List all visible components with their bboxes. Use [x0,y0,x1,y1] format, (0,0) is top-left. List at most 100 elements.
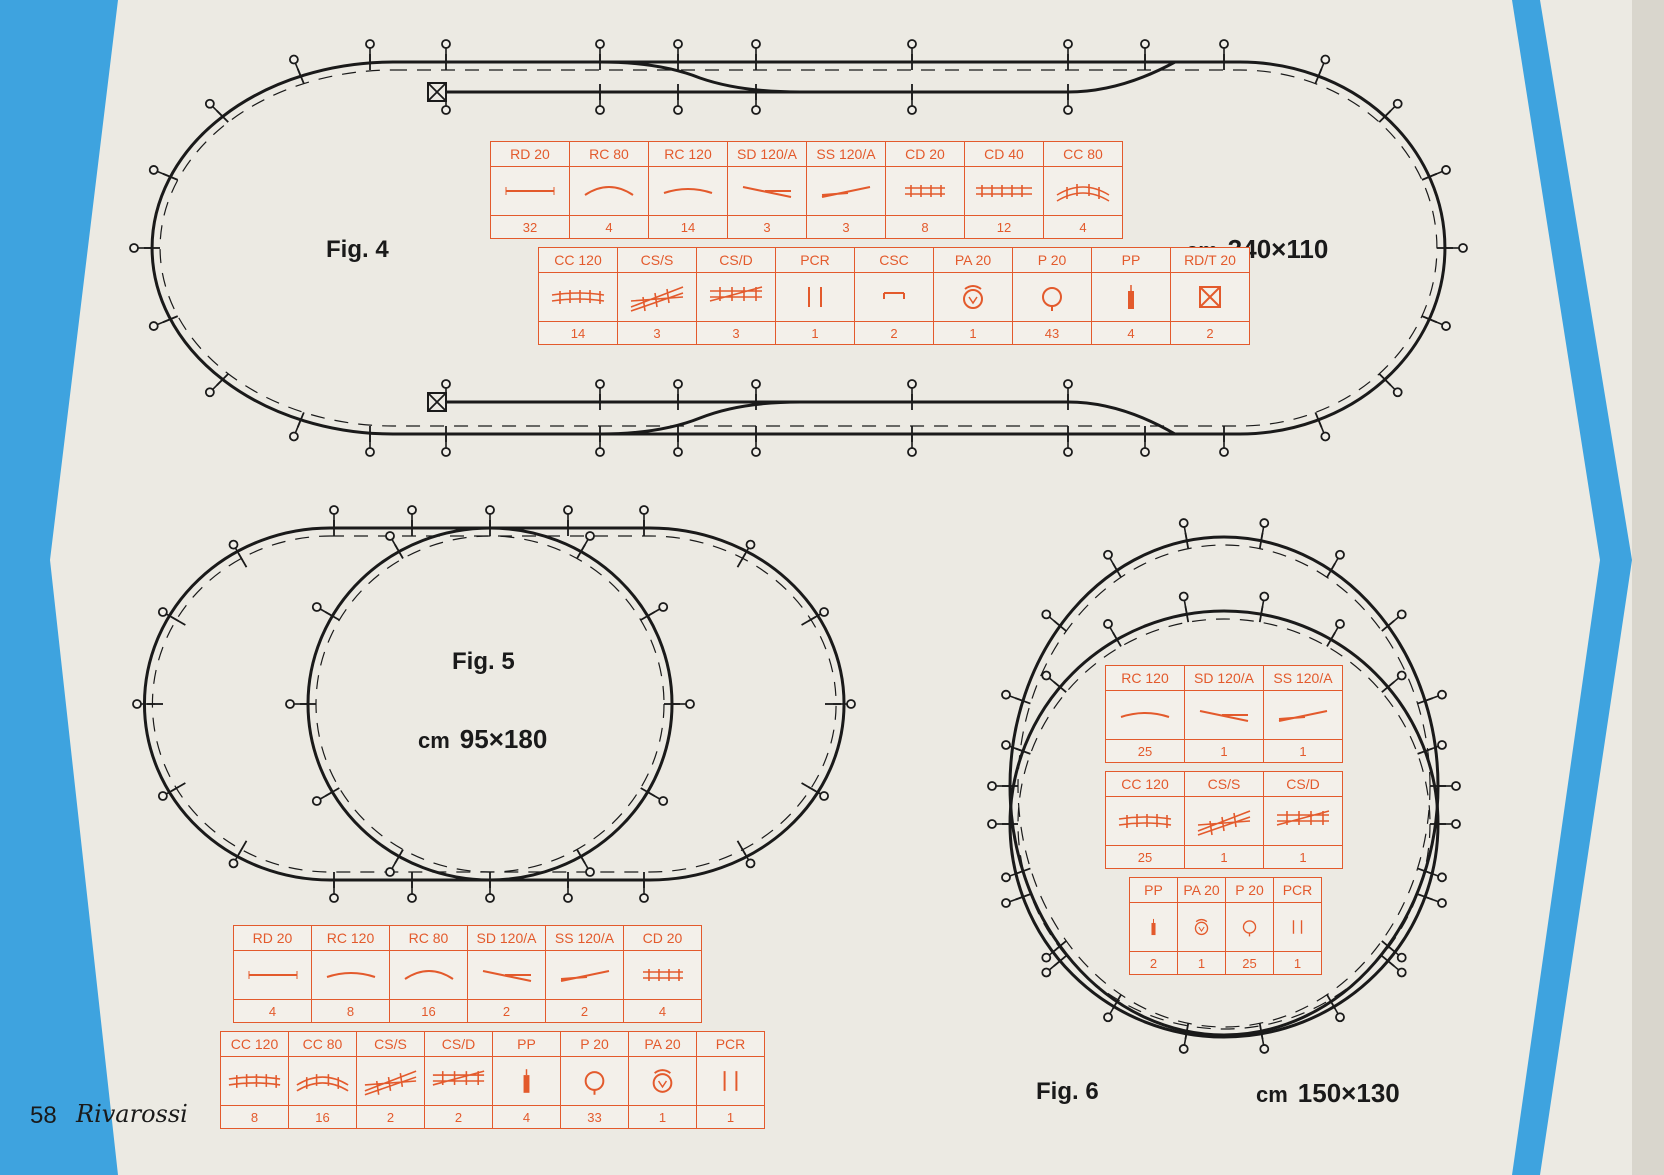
part-code: SS 120/A [545,925,624,951]
fig5-dim-value: 95×180 [459,724,548,754]
track-joint-tick [1314,68,1323,84]
part-code: P 20 [1012,247,1092,273]
part-symbol-icon [885,166,965,216]
part-symbol-icon [1105,796,1185,846]
part-quantity: 2 [1129,951,1178,975]
part-code: CC 120 [1105,771,1185,797]
part-code: CS/S [356,1031,425,1057]
track-joint-tick [1421,172,1438,181]
part-code: PP [492,1031,561,1057]
page-edge [1632,0,1664,1175]
track-joint-tick [1417,747,1433,755]
part-symbol-icon [854,272,934,322]
part-code: SS 120/A [1263,665,1343,691]
fig5-outer-oval [142,526,846,882]
part-symbol-icon [356,1056,425,1106]
part-code: RD 20 [233,925,312,951]
track-joint-tick [1258,1023,1264,1040]
part-symbol-icon [288,1056,357,1106]
part-quantity: 2 [356,1105,425,1129]
page-number: 58 [30,1102,57,1129]
track-pin-icon [1424,896,1447,908]
fig4-bumper-bottom [427,392,447,412]
track-joint-tick [1184,606,1190,623]
part-quantity: 1 [1263,739,1343,763]
part-symbol-icon [1091,272,1171,322]
fig4-inner-oval-dashed [159,69,1438,427]
track-joint-tick [1417,893,1433,901]
part-symbol-icon [389,950,468,1000]
track-joint-tick [216,110,229,123]
fig4-bumper-top [427,82,447,102]
track-joint-tick [296,68,305,84]
track-joint-tick [325,787,340,797]
part-symbol-icon [1184,690,1264,740]
part-symbol-icon [311,950,390,1000]
track-joint-tick [576,849,586,864]
track-joint-tick [801,782,816,792]
fig5-inner-circle [306,526,674,882]
fig4-siding-top [446,60,1176,94]
part-code: PCR [1273,877,1322,903]
track-joint-tick [736,552,747,568]
part-code: SS 120/A [806,141,886,167]
part-quantity: 8 [220,1105,289,1129]
part-code: CS/D [1263,771,1343,797]
track-joint-tick [1112,994,1122,1010]
track-pin-icon [647,791,669,806]
part-quantity: 2 [424,1105,493,1129]
part-quantity: 2 [545,999,624,1023]
track-joint-tick [1053,940,1067,952]
part-code: RD/T 20 [1170,247,1250,273]
track-joint-tick [171,782,186,792]
part-quantity: 33 [560,1105,629,1129]
brand-logo: Rivarossi [76,1100,188,1128]
part-quantity: 25 [1105,739,1185,763]
part-symbol-icon [560,1056,629,1106]
track-joint-tick [1314,412,1323,428]
part-code: CD 20 [885,141,965,167]
part-quantity: 1 [775,321,855,345]
fig4-track-layout [150,60,1447,436]
track-joint-tick [1015,893,1031,901]
part-quantity: 1 [628,1105,697,1129]
track-joint-tick [325,611,340,621]
fig5-dim-unit: cm [418,728,450,753]
part-symbol-icon [538,272,618,322]
part-code: CS/D [424,1031,493,1057]
part-code: RC 80 [569,141,649,167]
track-joint-tick [1053,620,1067,632]
part-symbol-icon [1273,902,1322,952]
part-symbol-icon [545,950,624,1000]
part-code: CC 120 [220,1031,289,1057]
track-joint-tick [1258,606,1264,623]
part-symbol-icon [727,166,807,216]
track-joint-tick [237,552,248,568]
part-symbol-icon [220,1056,289,1106]
part-symbol-icon [775,272,855,322]
part-code: CC 80 [288,1031,357,1057]
track-joint-tick [296,412,305,428]
part-code: CD 20 [623,925,702,951]
part-symbol-icon [933,272,1013,322]
part-quantity: 3 [696,321,776,345]
part-code: SD 120/A [727,141,807,167]
track-joint-tick [1053,681,1067,693]
track-joint-tick [394,849,404,864]
part-symbol-icon [1184,796,1264,846]
part-quantity: 12 [964,215,1044,239]
part-symbol-icon [492,1056,561,1106]
fig6-dim-unit: cm [1256,1082,1288,1107]
fig4-siding-bottom [446,400,1176,436]
part-code: CC 120 [538,247,618,273]
part-quantity: 25 [1225,951,1274,975]
track-joint-tick [162,315,179,324]
track-joint-tick [1378,373,1392,386]
track-joint-tick [736,840,747,856]
track-joint-tick [1381,620,1395,632]
